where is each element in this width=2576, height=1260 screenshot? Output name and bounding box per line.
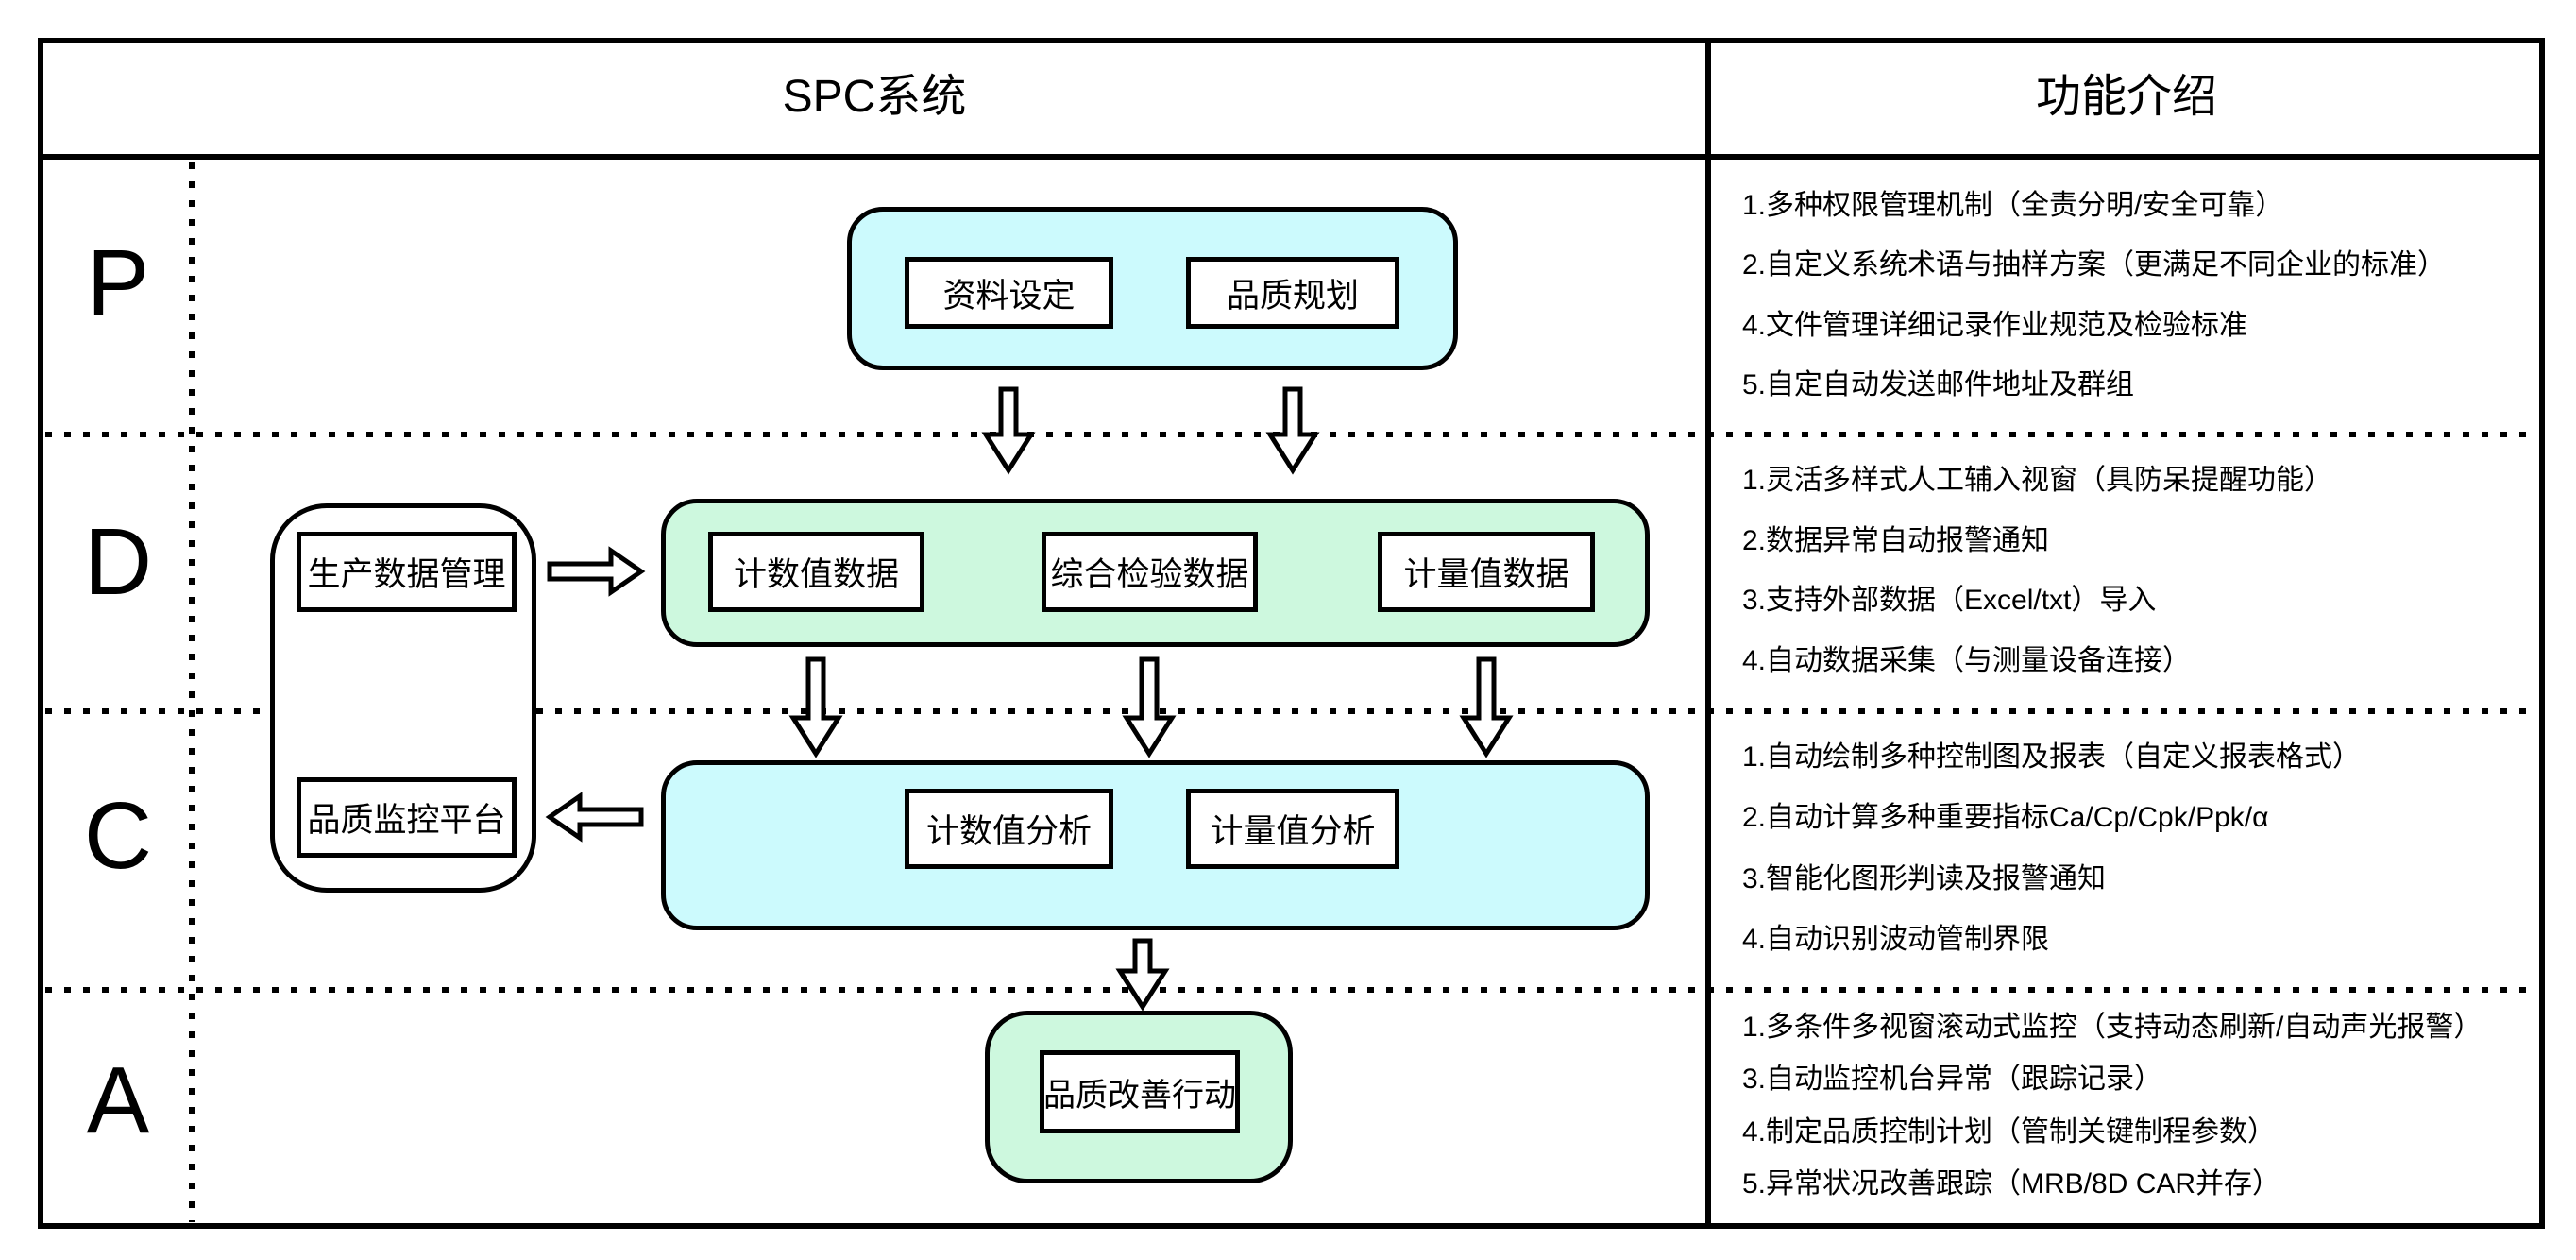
letter-column-divider [189,162,195,1222]
column-divider-line [1705,38,1711,1223]
features-list-c: 1.自动绘制多种控制图及报表（自定义报表格式） 2.自动计算多种重要指标Ca/C… [1742,714,2531,983]
variable-data-box: 计量值数据 [1378,532,1595,612]
attribute-analysis-box: 计数值分析 [905,789,1113,869]
feature-line: 1.多种权限管理机制（全责分明/安全可靠） [1742,189,2284,221]
data-setup-box: 资料设定 [905,257,1113,329]
row-divider-d-c [45,708,2538,714]
row-letter-a: A [86,1047,150,1153]
features-list-d: 1.灵活多样式人工辅入视窗（具防呆提醒功能） 2.数据异常自动报警通知 3.支持… [1742,437,2531,705]
row-letter-c: C [83,783,153,889]
quality-monitoring-platform-box: 品质监控平台 [297,777,517,858]
feature-line: 2.数据异常自动报警通知 [1742,524,2050,556]
feature-line: 4.自动识别波动管制界限 [1742,923,2050,955]
feature-line: 1.自动绘制多种控制图及报表（自定义报表格式） [1742,741,2362,774]
quality-improvement-action-box: 品质改善行动 [1040,1050,1240,1133]
row-letter-p: P [86,230,150,336]
analysis-group-container [661,760,1650,930]
feature-line: 3.支持外部数据（Excel/txt）导入 [1742,585,2157,617]
feature-line: 3.智能化图形判读及报警通知 [1742,862,2107,894]
feature-line: 5.异常状况改善跟踪（MRB/8D CAR并存） [1742,1167,2281,1200]
page-title-right: 功能介绍 [2035,72,2217,122]
feature-line: 4.制定品质控制计划（管制关键制程参数） [1742,1115,2277,1148]
features-list-p: 1.多种权限管理机制（全责分明/安全可靠） 2.自定义系统术语与抽样方案（更满足… [1742,162,2531,429]
feature-line: 5.自定自动发送邮件地址及群组 [1742,369,2135,401]
page-title-left: SPC系统 [782,72,967,122]
features-list-a: 1.多条件多视窗滚动式监控（支持动态刷新/自动声光报警） 3.自动监控机台异常（… [1742,993,2531,1219]
row-divider-c-a [45,987,2538,993]
feature-line: 4.自动数据采集（与测量设备连接） [1742,645,2192,677]
row-letter-d: D [83,509,153,615]
feature-line: 2.自动计算多种重要指标Ca/Cp/Cpk/Ppk/α [1742,802,2269,834]
feature-line: 1.灵活多样式人工辅入视窗（具防呆提醒功能） [1742,464,2333,496]
attribute-data-box: 计数值数据 [708,532,924,612]
feature-line: 2.自定义系统术语与抽样方案（更满足不同企业的标准） [1742,249,2447,281]
header-divider-line [38,154,2545,160]
comprehensive-inspection-data-box: 综合检验数据 [1042,532,1258,612]
feature-line: 4.文件管理详细记录作业规范及检验标准 [1742,309,2248,341]
feature-line: 3.自动监控机台异常（跟踪记录） [1742,1064,2163,1096]
production-data-management-box: 生产数据管理 [297,532,517,612]
variable-analysis-box: 计量值分析 [1186,789,1399,869]
feature-line: 1.多条件多视窗滚动式监控（支持动态刷新/自动声光报警） [1742,1012,2483,1044]
quality-planning-box: 品质规划 [1186,257,1399,329]
